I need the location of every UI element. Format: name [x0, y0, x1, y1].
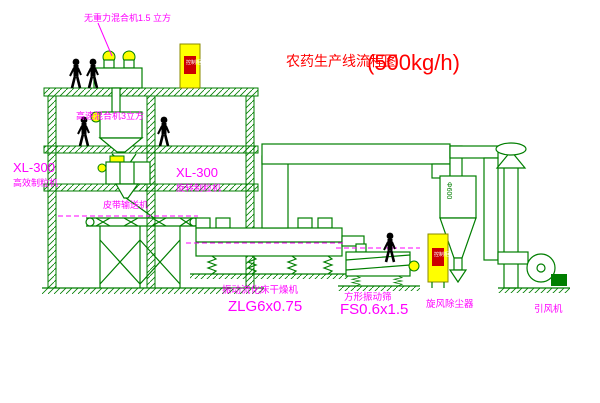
person-figure: [158, 117, 169, 146]
floor-slab-second: [43, 145, 259, 154]
control-cabinet-1: 控制柜: [179, 43, 201, 89]
stack-cap-top: [495, 142, 527, 156]
label-dryer-name: 振动流化床干燥机: [222, 284, 299, 296]
dryer-spring: [207, 255, 217, 275]
fan-motor-icon: [551, 274, 567, 286]
screen-motor-icon: [408, 260, 420, 272]
label-rotary-granulator-model: XL-300: [176, 165, 218, 180]
granulator-chute: [125, 197, 155, 219]
person-figure: [70, 59, 81, 88]
conveyor-truss: [95, 217, 193, 227]
building-column-left: [47, 95, 57, 289]
control-cabinet-2: 控制柜: [427, 233, 449, 288]
fan-hub: [536, 263, 546, 273]
conveyor-roller-left: [85, 217, 95, 227]
conveyor-legs: [99, 226, 181, 288]
screen-spring: [351, 275, 361, 287]
top-mixer: [93, 50, 143, 115]
cabinet-label: 控制柜: [186, 59, 201, 66]
label-dryer-model: ZLG6x0.75: [228, 298, 302, 315]
cyclone-dip-tube: [453, 257, 463, 271]
cyclone-airlock: [448, 269, 468, 284]
cyclone-body: [439, 175, 477, 219]
label-left-granulator-model: XL-300: [13, 160, 55, 175]
screen-spring: [393, 275, 403, 287]
page-title: 农药生产线流程图: [286, 53, 398, 69]
high-speed-mixer: [90, 111, 144, 165]
exhaust-stack: [503, 165, 519, 289]
mixer-gearbox: [103, 59, 115, 69]
cabinet-legs: [431, 282, 445, 288]
cabinet-label: 控制柜: [434, 251, 449, 258]
vibrating-screen: [338, 235, 420, 291]
exhaust-duct-horizontal: [261, 143, 451, 165]
exhaust-ducting: [261, 143, 499, 261]
fan-inlet-duct: [497, 251, 529, 265]
building-column-right: [245, 95, 255, 289]
label-screen-name: 方形振动筛: [344, 291, 392, 303]
dryer-spring: [323, 255, 333, 275]
building-column-middle: [146, 95, 156, 289]
building-structure: [42, 87, 264, 294]
exhaust-duct-vertical: [261, 155, 289, 229]
cabinet-panel: [184, 56, 196, 74]
stack-cap-cone: [495, 150, 527, 169]
stack-and-fan: [495, 142, 570, 293]
outlet-elbow: [449, 145, 499, 159]
dryer-spring: [287, 255, 297, 275]
belt-conveyor: [85, 217, 199, 288]
screen-feed-duct: [341, 235, 365, 247]
person-figure: [87, 59, 98, 88]
label-belt-conveyor: 皮带输送机: [103, 199, 148, 210]
dryer-top-box: [215, 217, 231, 229]
label-screen-model: FS0.6x1.5: [340, 301, 408, 318]
floor-slab-top: [43, 87, 259, 97]
label-fan: 引风机: [534, 303, 563, 315]
screen-base-hatch: [338, 286, 420, 291]
mixer-body: [93, 67, 143, 89]
label-rotary-granulator-name: 旋转制粒机: [176, 182, 221, 193]
granulator-body: [105, 161, 151, 185]
granulator-motor-icon: [97, 163, 107, 173]
mixer-gearbox: [123, 59, 135, 69]
mixer-cone: [98, 137, 144, 153]
page-title-capacity: (500kg/h): [367, 50, 460, 75]
mixer-body: [99, 111, 143, 139]
dryer-inlet-box: [195, 217, 211, 229]
duct-to-fan: [483, 157, 499, 261]
floor-slab-third: [43, 183, 259, 192]
rotary-granulator: [97, 155, 155, 219]
person-figure: [78, 117, 89, 146]
duct-size-label: Φ600: [445, 182, 452, 199]
screen-decks: [345, 254, 411, 271]
label-left-granulator-name: 高效制粒机: [13, 177, 58, 188]
label-leader-line: [97, 22, 113, 57]
cyclone-separator: Φ600: [439, 175, 477, 284]
cabinet-panel: [432, 248, 444, 266]
label-high-speed-mixer: 高速混合机3立方: [76, 110, 144, 121]
ground-hatch: [42, 288, 264, 294]
dryer-top-box: [297, 217, 313, 229]
conveyor-frame: [86, 217, 198, 227]
dryer-top-box: [317, 217, 333, 229]
granulator-cone: [114, 183, 140, 199]
label-cyclone: 旋风除尘器: [426, 298, 474, 310]
dryer-base-hatch: [190, 274, 348, 279]
conveyor-leg-bracing: [99, 239, 181, 285]
granulator-detail: [119, 162, 135, 184]
fan-base-hatch: [498, 288, 570, 293]
granulator-drive: [109, 155, 125, 163]
label-top-mixer: 无重力混合机1.5 立方: [84, 12, 171, 23]
